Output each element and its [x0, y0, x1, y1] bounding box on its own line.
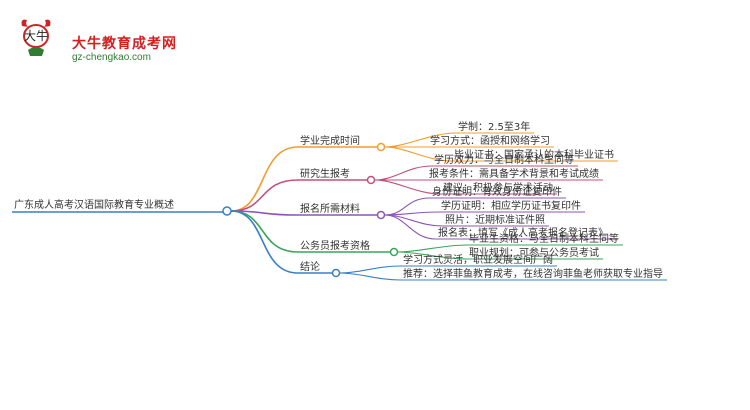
leaf-label: 报考条件：需具备学术背景和考试成绩	[429, 167, 599, 180]
logo-url: gz-chengkao.com	[72, 52, 151, 63]
branch-connector	[230, 146, 299, 212]
branch-connector	[230, 210, 299, 216]
site-logo[interactable]: 大牛 大牛教育成考网 gz-chengkao.com	[18, 16, 188, 63]
leaf-connector	[384, 214, 437, 240]
branch-node-dot	[331, 268, 341, 278]
branch-label: 公务员报考资格	[300, 239, 370, 252]
leaf-connector	[397, 251, 468, 260]
leaf-label: 照片：近期标准证件照	[445, 213, 545, 226]
svg-text:大牛: 大牛	[24, 28, 48, 43]
leaf-label: 推荐：选择菲鱼教育成考，在线咨询菲鱼老师获取专业指导	[403, 267, 663, 280]
branch-connector	[230, 210, 299, 274]
root-node-dot	[222, 206, 232, 216]
leaf-label: 毕业生资格：与全日制本科生同等	[469, 232, 619, 245]
branch-node-dot	[366, 175, 376, 185]
branch-label: 研究生报考	[300, 167, 350, 180]
leaf-label: 报名表：填写《成人高考报名登记表》	[438, 226, 608, 239]
leaf-label: 学制：2.5至3年	[458, 120, 530, 133]
bull-logo-icon: 大牛	[21, 19, 51, 56]
leaf-label: 毕业证书：国家承认的本科毕业证书	[454, 148, 614, 161]
leaf-label: 身份证明：有效身份证复印件	[432, 185, 562, 198]
leaf-label: 学历效力：与全日制本科生同等	[434, 153, 574, 166]
branch-node-dot	[389, 247, 399, 257]
leaf-label: 建议：积极参与学术活动	[443, 181, 553, 194]
leaf-label: 学历证明：相应学历证书复印件	[441, 199, 581, 212]
leaf-connector	[339, 272, 402, 281]
leaf-connector	[384, 146, 453, 162]
branch-label: 报名所需材料	[300, 202, 360, 215]
branch-connector	[230, 179, 299, 212]
branch-label: 学业完成时间	[300, 134, 360, 147]
branch-node-dot	[376, 210, 386, 220]
logo-title: 大牛教育成考网	[72, 36, 177, 52]
root-node-label: 广东成人高考汉语国际教育专业概述	[14, 198, 174, 211]
leaf-connector	[374, 179, 442, 195]
leaf-connector	[374, 165, 433, 181]
branch-label: 结论	[300, 260, 320, 273]
leaf-label: 学习方式灵活，职业发展空间广阔	[403, 253, 553, 266]
leaf-connector	[397, 244, 468, 253]
leaf-label: 学习方式：函授和网络学习	[430, 134, 550, 147]
leaf-connector	[339, 265, 402, 274]
branch-node-dot	[376, 142, 386, 152]
leaf-label: 职业规划：可参与公务员考试	[469, 246, 599, 259]
